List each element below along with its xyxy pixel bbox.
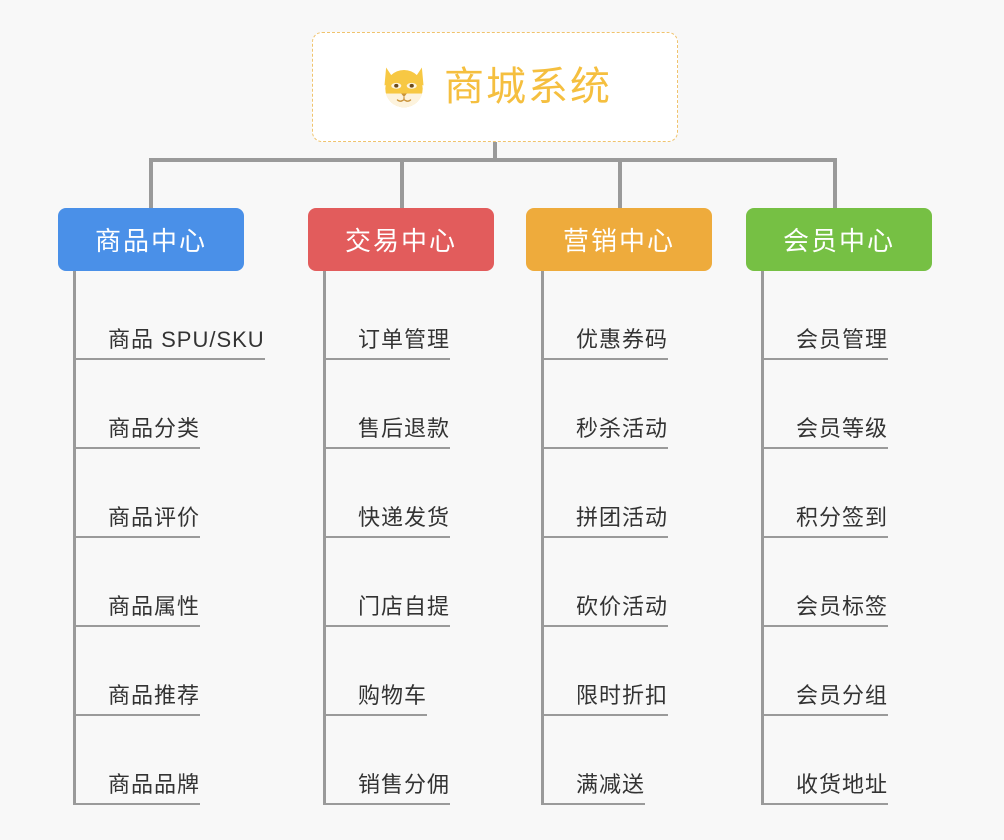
category-title: 交易中心: [344, 226, 457, 256]
branch-marketing-center: 营销中心 优惠券码 秒杀活动 拼团活动 砍价活动 限时折扣 满减送: [526, 208, 712, 805]
connector-horizontal-bus: [149, 158, 837, 162]
connector-drop-column-1: [149, 158, 153, 208]
list-item[interactable]: 秒杀活动: [544, 360, 712, 449]
list-item[interactable]: 积分签到: [764, 449, 932, 538]
list-item[interactable]: 会员分组: [764, 627, 932, 716]
list-item-label: 商品 SPU/SKU: [76, 327, 265, 360]
list-item-label: 商品品牌: [76, 772, 201, 805]
list-item-label: 满减送: [544, 772, 646, 805]
list-item-label: 商品分类: [76, 416, 201, 449]
category-title: 会员中心: [782, 226, 895, 256]
list-item-label: 砍价活动: [544, 594, 669, 627]
list-item-label: 优惠券码: [544, 327, 669, 360]
branch-product-center: 商品中心 商品 SPU/SKU 商品分类 商品评价 商品属性 商品推荐 商品品牌: [58, 208, 265, 805]
list-item[interactable]: 商品 SPU/SKU: [76, 271, 265, 360]
list-item[interactable]: 拼团活动: [544, 449, 712, 538]
list-item-label: 购物车: [326, 683, 428, 716]
list-item-label: 会员等级: [764, 416, 889, 449]
list-item[interactable]: 会员标签: [764, 538, 932, 627]
list-item[interactable]: 优惠券码: [544, 271, 712, 360]
root-label: 商城系统: [444, 65, 612, 109]
category-header-trade-center[interactable]: 交易中心: [308, 208, 494, 271]
list-item[interactable]: 订单管理: [326, 271, 494, 360]
connector-root-stem: [493, 142, 497, 162]
list-item[interactable]: 限时折扣: [544, 627, 712, 716]
dog-face-icon: [378, 61, 430, 113]
connector-drop-column-3: [618, 158, 622, 208]
root-node[interactable]: 商城系统: [312, 32, 678, 142]
list-item[interactable]: 商品分类: [76, 360, 265, 449]
list-item-label: 门店自提: [326, 594, 451, 627]
list-item-label: 秒杀活动: [544, 416, 669, 449]
connector-drop-column-4: [833, 158, 837, 208]
list-item-label: 销售分佣: [326, 772, 451, 805]
list-item[interactable]: 快递发货: [326, 449, 494, 538]
list-item[interactable]: 商品评价: [76, 449, 265, 538]
item-list-product-center: 商品 SPU/SKU 商品分类 商品评价 商品属性 商品推荐 商品品牌: [73, 271, 265, 805]
list-item[interactable]: 销售分佣: [326, 716, 494, 805]
category-title: 营销中心: [562, 226, 675, 256]
list-item[interactable]: 会员等级: [764, 360, 932, 449]
category-header-marketing-center[interactable]: 营销中心: [526, 208, 712, 271]
list-item[interactable]: 商品属性: [76, 538, 265, 627]
list-item-label: 会员分组: [764, 683, 889, 716]
category-title: 商品中心: [94, 226, 207, 256]
list-item[interactable]: 商品推荐: [76, 627, 265, 716]
list-item[interactable]: 门店自提: [326, 538, 494, 627]
list-item[interactable]: 砍价活动: [544, 538, 712, 627]
list-item[interactable]: 购物车: [326, 627, 494, 716]
item-list-member-center: 会员管理 会员等级 积分签到 会员标签 会员分组 收货地址: [761, 271, 932, 805]
list-item-label: 拼团活动: [544, 505, 669, 538]
list-item-label: 订单管理: [326, 327, 451, 360]
list-item-label: 收货地址: [764, 772, 889, 805]
item-list-marketing-center: 优惠券码 秒杀活动 拼团活动 砍价活动 限时折扣 满减送: [541, 271, 712, 805]
list-item[interactable]: 会员管理: [764, 271, 932, 360]
list-item-label: 积分签到: [764, 505, 889, 538]
list-item-label: 限时折扣: [544, 683, 669, 716]
list-item[interactable]: 收货地址: [764, 716, 932, 805]
list-item-label: 会员标签: [764, 594, 889, 627]
list-item-label: 售后退款: [326, 416, 451, 449]
list-item-label: 快递发货: [326, 505, 451, 538]
list-item[interactable]: 满减送: [544, 716, 712, 805]
list-item[interactable]: 商品品牌: [76, 716, 265, 805]
branch-trade-center: 交易中心 订单管理 售后退款 快递发货 门店自提 购物车 销售分佣: [308, 208, 494, 805]
list-item-label: 商品推荐: [76, 683, 201, 716]
list-item[interactable]: 售后退款: [326, 360, 494, 449]
list-item-label: 会员管理: [764, 327, 889, 360]
connector-drop-column-2: [400, 158, 404, 208]
list-item-label: 商品属性: [76, 594, 201, 627]
category-header-member-center[interactable]: 会员中心: [746, 208, 932, 271]
branch-member-center: 会员中心 会员管理 会员等级 积分签到 会员标签 会员分组 收货地址: [746, 208, 932, 805]
category-header-product-center[interactable]: 商品中心: [58, 208, 244, 271]
item-list-trade-center: 订单管理 售后退款 快递发货 门店自提 购物车 销售分佣: [323, 271, 494, 805]
list-item-label: 商品评价: [76, 505, 201, 538]
